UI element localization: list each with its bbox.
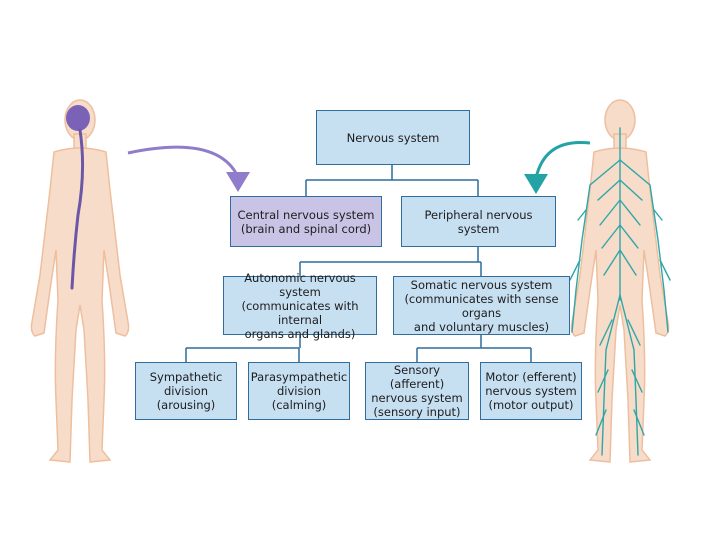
parasympathetic-division-box: Parasympathetic division (calming) [248, 362, 350, 420]
peripheral-nervous-system-label: Peripheral nervous system [424, 207, 533, 236]
pns-arrow-head [524, 174, 548, 194]
autonomic-desc-2: organs and glands) [244, 326, 356, 341]
somatic-desc-2: and voluntary muscles) [413, 319, 550, 334]
autonomic-label: Autonomic nervous system [244, 270, 356, 299]
parasympathetic-desc: (calming) [271, 398, 327, 412]
sensory-system-label: nervous system [371, 391, 463, 405]
nerve-network [569, 127, 671, 456]
sensory-label: Sensory (afferent) [389, 363, 445, 391]
sensory-desc: (sensory input) [373, 405, 461, 419]
motor-nervous-system-box: Motor (efferent) nervous system (motor o… [480, 362, 582, 420]
human-body-pns-icon [569, 99, 671, 463]
brain-icon [66, 105, 90, 131]
autonomic-nervous-system-box: Autonomic nervous system (communicates w… [223, 271, 377, 341]
parasympathetic-label: Parasympathetic [250, 370, 348, 384]
motor-system-label: nervous system [485, 384, 577, 398]
right-figure [569, 99, 671, 463]
sensory-nervous-system-box: Sensory (afferent) nervous system (senso… [365, 362, 469, 420]
parasympathetic-division-label: division [276, 384, 321, 398]
cns-arrow-head [226, 172, 250, 192]
sympathetic-division-box: Sympathetic division (arousing) [135, 362, 237, 420]
central-nervous-system-box: Central nervous system (brain and spinal… [230, 196, 382, 247]
central-nervous-system-desc: (brain and spinal cord) [240, 221, 372, 236]
motor-desc: (motor output) [488, 398, 574, 412]
nervous-system-box: Nervous system [316, 110, 470, 165]
central-nervous-system-label: Central nervous system [237, 207, 375, 222]
nervous-system-label: Nervous system [346, 130, 440, 145]
sympathetic-division-label: division [163, 384, 208, 398]
left-figure [30, 99, 130, 463]
human-body-cns-icon [30, 99, 130, 463]
motor-label: Motor (efferent) [485, 370, 577, 384]
sympathetic-desc: (arousing) [156, 398, 216, 412]
somatic-label: Somatic nervous system [410, 277, 553, 292]
somatic-nervous-system-box: Somatic nervous system (communicates wit… [393, 276, 570, 335]
somatic-desc-1: (communicates with sense organs [404, 291, 559, 320]
peripheral-nervous-system-box: Peripheral nervous system [401, 196, 556, 247]
cns-arrow [127, 145, 240, 178]
sympathetic-label: Sympathetic [149, 370, 223, 384]
autonomic-desc-1: (communicates with internal [241, 298, 359, 327]
pns-arrow [534, 140, 591, 179]
spinal-cord [70, 128, 85, 290]
